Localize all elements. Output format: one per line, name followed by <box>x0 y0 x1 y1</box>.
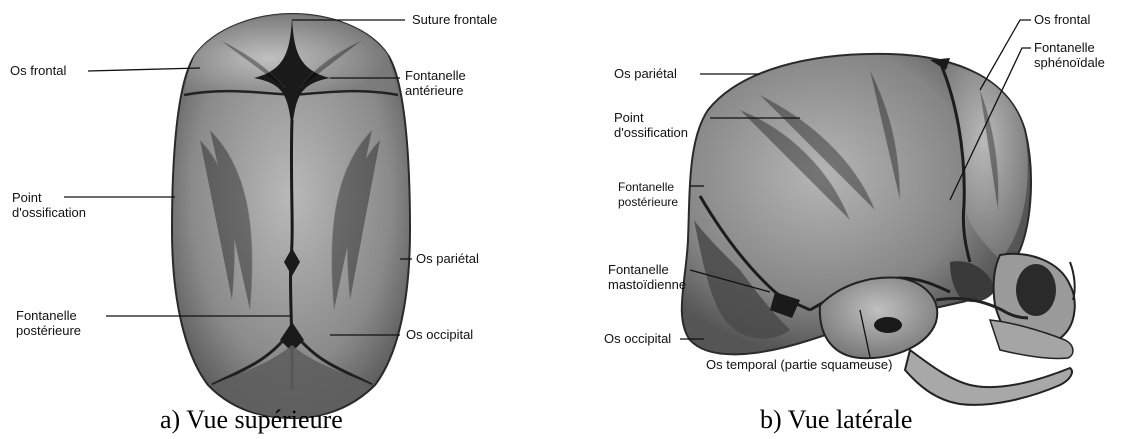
label-fontanelle-sphenoidale: Fontanelle sphénoïdale <box>1034 40 1105 70</box>
label-lateral-os-occipital: Os occipital <box>604 331 671 346</box>
label-lateral-fontanelle-posterieure: Fontanelle postérieure <box>618 180 678 210</box>
orbit <box>1016 264 1056 316</box>
figure-lateral-view: Os frontal Os pariétal Fontanelle sphéno… <box>570 0 1141 439</box>
label-os-temporal: Os temporal (partie squameuse) <box>706 357 892 372</box>
label-fontanelle-anterieure: Fontanelle antérieure <box>405 68 466 98</box>
label-suture-frontale: Suture frontale <box>412 12 497 27</box>
label-os-frontal: Os frontal <box>10 63 66 78</box>
figure-superior-view: Suture frontale Os frontal Fontanelle an… <box>0 0 560 439</box>
label-lateral-os-parietal: Os pariétal <box>614 66 677 81</box>
label-lateral-os-frontal: Os frontal <box>1034 12 1090 27</box>
label-os-parietal: Os pariétal <box>416 251 479 266</box>
label-os-occipital: Os occipital <box>406 327 473 342</box>
caption-superior-view: a) Vue supérieure <box>160 405 343 435</box>
label-lateral-point-ossification: Point d'ossification <box>614 110 688 140</box>
caption-lateral-view: b) Vue latérale <box>760 405 912 435</box>
label-point-ossification: Point d'ossification <box>12 190 86 220</box>
label-fontanelle-posterieure: Fontanelle postérieure <box>16 308 81 338</box>
ear-opening <box>874 317 902 333</box>
label-fontanelle-mastoidienne: Fontanelle mastoïdienne <box>608 262 686 292</box>
